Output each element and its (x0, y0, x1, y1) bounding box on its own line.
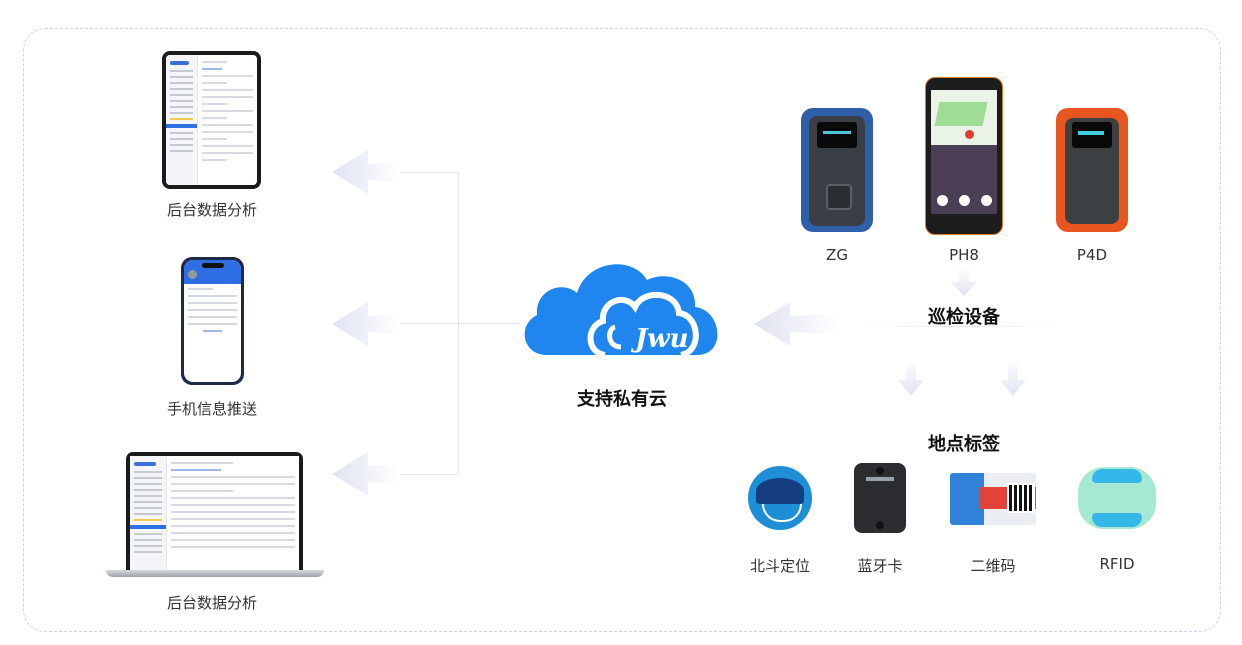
connector-bottom (390, 474, 458, 475)
beidou-logo-icon (748, 466, 812, 530)
arrow-down-icon (898, 360, 924, 396)
arrow-left-icon (332, 452, 400, 496)
fingerprint-icon (826, 184, 852, 210)
qr-code-tag-image (950, 473, 1036, 525)
output-label-laptop: 后台数据分析 (166, 594, 257, 612)
private-cloud-icon: Jwu (524, 264, 718, 358)
center-label: 支持私有云 (577, 389, 667, 410)
arrow-left-icon (754, 302, 840, 346)
location-tags-title: 地点标签 (928, 434, 1000, 455)
smartphone-device-image (181, 257, 244, 385)
zg-device-image (801, 108, 873, 232)
inspection-devices-title: 巡检设备 (928, 307, 1000, 328)
tag-label-beidou: 北斗定位 (749, 557, 810, 575)
arrow-down-icon (1000, 360, 1026, 396)
bluetooth-card-image (854, 463, 906, 533)
arrow-left-icon (332, 302, 400, 346)
tag-label-rfid: RFID (1099, 555, 1135, 573)
svg-text:Jwu: Jwu (630, 324, 689, 354)
arrow-down-icon (951, 268, 977, 296)
output-label-phone: 手机信息推送 (166, 400, 257, 418)
rfid-tag-image (1078, 467, 1156, 529)
laptop-base (106, 570, 324, 577)
arrow-left-icon (332, 150, 400, 194)
connector-top (390, 172, 458, 173)
device-label-ph8: PH8 (949, 246, 979, 264)
connector-middle (390, 323, 520, 324)
tablet-device-image (162, 51, 261, 189)
ph8-device-image (925, 77, 1003, 235)
device-label-zg: ZG (826, 246, 848, 264)
laptop-device-image (126, 452, 303, 570)
divider (860, 326, 1060, 327)
output-label-tablet: 后台数据分析 (166, 201, 257, 219)
device-label-p4d: P4D (1076, 246, 1108, 264)
diagram-frame (23, 28, 1221, 632)
qr-code-icon (1007, 483, 1035, 513)
tag-label-bluetooth: 蓝牙卡 (857, 557, 903, 575)
tag-label-qr: 二维码 (970, 557, 1016, 575)
p4d-device-image (1056, 108, 1128, 232)
